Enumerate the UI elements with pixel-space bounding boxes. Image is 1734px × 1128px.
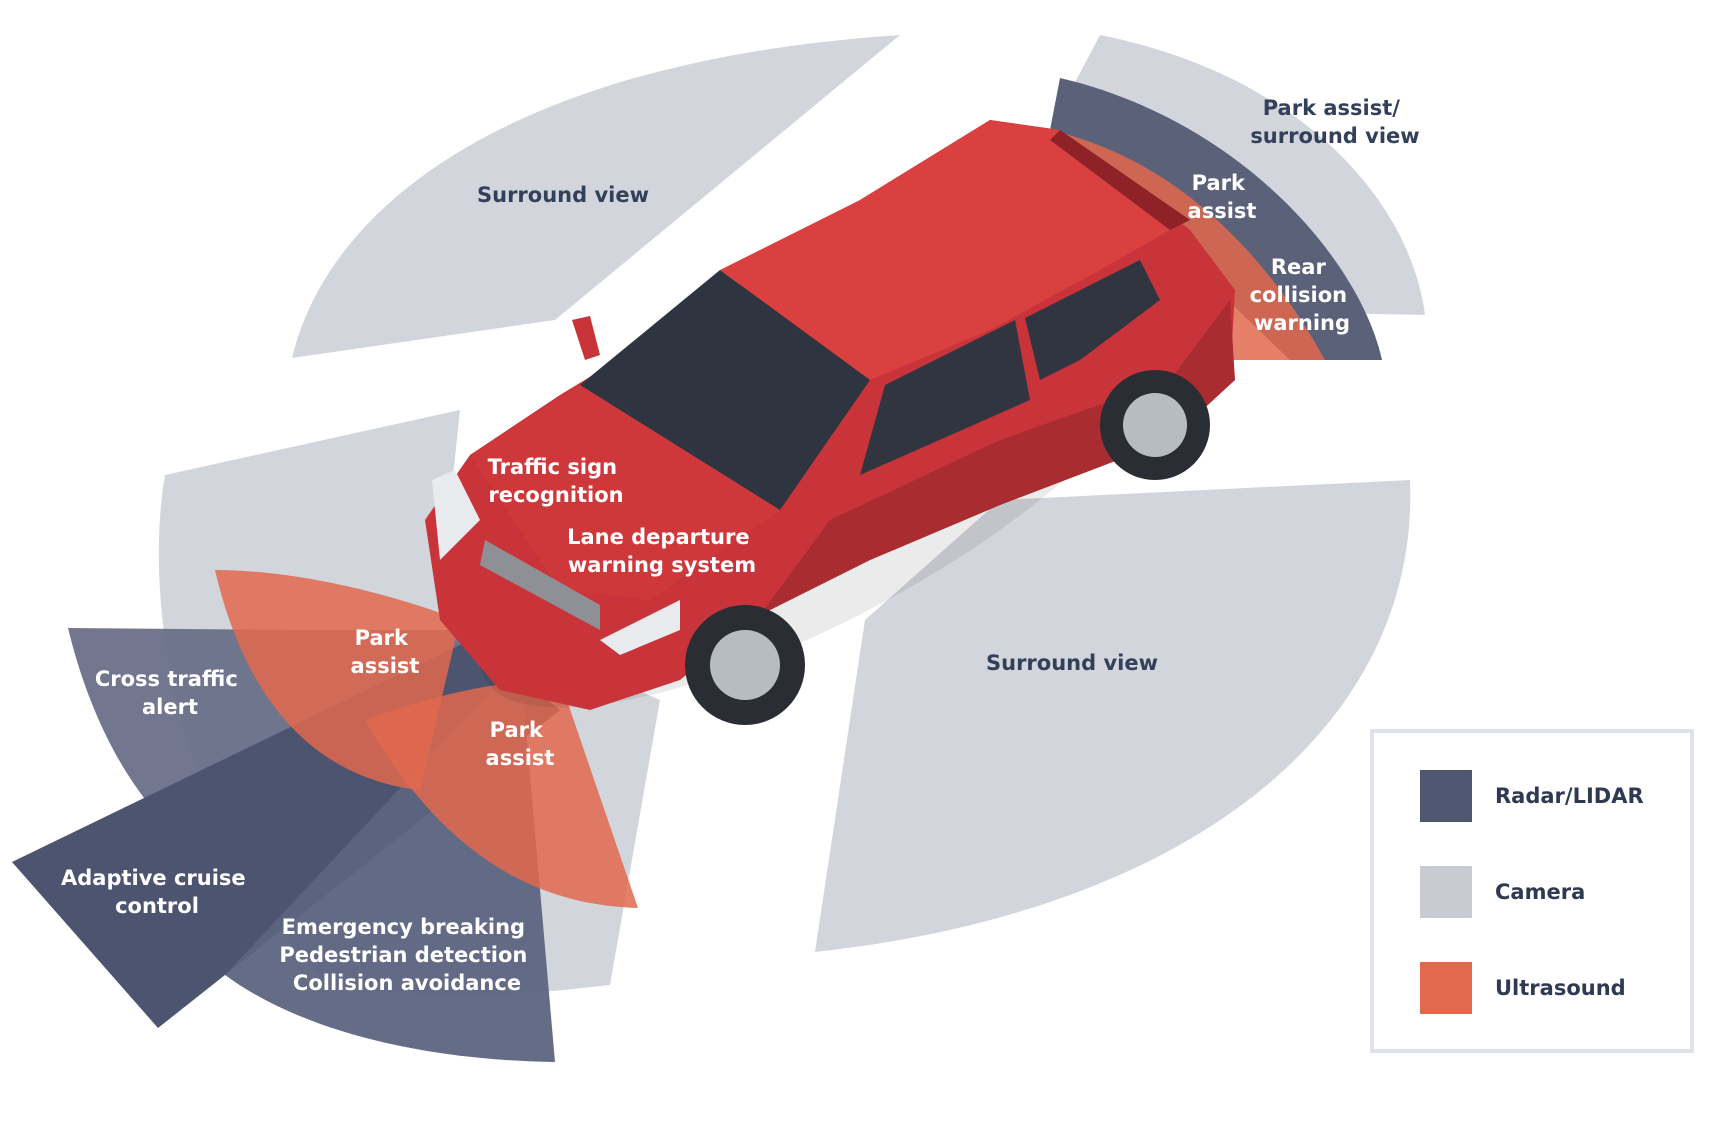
car-illustration	[425, 120, 1235, 725]
legend-swatch-ultrasound	[1420, 962, 1472, 1014]
legend-swatch-camera	[1420, 866, 1472, 918]
legend-label-radar: Radar/LIDAR	[1495, 784, 1644, 808]
label-cross-traffic-alert: Cross traffic alert	[95, 667, 245, 719]
radar-zone-rear	[1050, 78, 1382, 360]
label-lane-departure: Lane departure warning system	[567, 525, 757, 577]
camera-zone-surround-bottom	[815, 480, 1411, 952]
legend-label-ultrasound: Ultrasound	[1495, 976, 1626, 1000]
label-rear-collision-warning: Rear collision warning	[1250, 255, 1355, 335]
label-surround-view-top: Surround view	[477, 183, 649, 207]
ultrasound-zone-front-center	[365, 680, 638, 908]
label-park-assist-surround: Park assist/ surround view	[1250, 96, 1419, 148]
camera-zone-surround-top	[292, 35, 900, 358]
label-park-assist-front-left: Park assist	[351, 626, 420, 678]
label-park-assist-front-center: Park assist	[486, 718, 555, 770]
legend: Radar/LIDAR Camera Ultrasound	[1370, 729, 1694, 1053]
label-park-assist-rear: Park assist	[1188, 171, 1257, 223]
label-traffic-sign-recognition: Traffic sign recognition	[488, 455, 625, 507]
legend-swatch-radar	[1420, 770, 1472, 822]
legend-label-camera: Camera	[1495, 880, 1585, 904]
label-surround-view-bottom: Surround view	[986, 651, 1158, 675]
label-adaptive-cruise-control: Adaptive cruise control	[61, 866, 253, 918]
label-emergency-braking: Emergency breaking Pedestrian detection …	[279, 915, 534, 995]
